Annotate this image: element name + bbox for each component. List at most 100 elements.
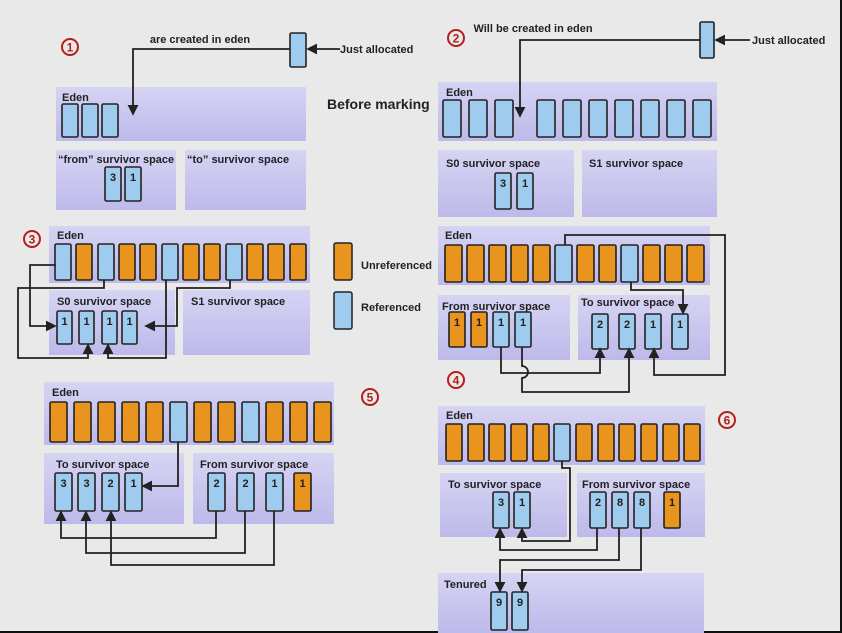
unreferenced-object: [598, 244, 617, 283]
referenced-object: [169, 401, 188, 443]
step-number: 4: [453, 374, 460, 388]
step-circle: [361, 388, 379, 406]
unreferenced-object: [448, 311, 466, 348]
space-box: [582, 150, 717, 217]
object-age: 1: [126, 316, 132, 328]
referenced-object: [611, 491, 629, 529]
unreferenced-object: [182, 243, 200, 281]
unreferenced-object: [467, 423, 485, 462]
space-eden: Eden: [438, 406, 705, 465]
unreferenced-object: [575, 423, 593, 462]
legend-referenced-label: Referenced: [361, 302, 421, 314]
space-label: Tenured: [444, 579, 487, 591]
referenced-object: [104, 166, 122, 202]
space-eden: Eden: [44, 382, 334, 445]
referenced-object: [692, 99, 712, 138]
referenced-object: [614, 99, 634, 138]
object-age: 1: [520, 317, 526, 329]
object-age: 1: [130, 172, 136, 184]
object-age: 1: [650, 319, 656, 331]
referenced-object: [516, 172, 534, 210]
space-label: S0 survivor space: [446, 158, 540, 170]
copy-arrow: [516, 528, 642, 593]
referenced-object: [554, 244, 573, 283]
copy-arrow: [564, 234, 726, 376]
space-label: “from” survivor space: [58, 154, 174, 166]
space-to-survivor-space: “to” survivor space: [185, 150, 306, 210]
object-age: 2: [597, 319, 603, 331]
unreferenced-object: [576, 244, 595, 283]
unreferenced-object: [488, 244, 507, 283]
space-label: S0 survivor space: [57, 296, 151, 308]
unreferenced-object: [145, 401, 164, 443]
copy-arrow: [144, 280, 231, 332]
space-eden: Eden: [438, 82, 717, 141]
space-label: Eden: [62, 92, 89, 104]
space-label: To survivor space: [56, 459, 149, 471]
referenced-object: [101, 103, 119, 138]
unreferenced-object: [289, 401, 308, 443]
referenced-object: [589, 491, 607, 529]
unreferenced-object: [642, 244, 661, 283]
copy-arrow: [516, 461, 571, 542]
unreferenced-object: [313, 401, 332, 443]
copy-arrow: [102, 280, 167, 359]
copy-arrow: [55, 510, 217, 539]
space-label: To survivor space: [581, 297, 674, 309]
note-label: are created in eden: [150, 34, 251, 46]
step-circle: [61, 38, 79, 56]
copy-arrow: [500, 347, 606, 374]
space-label: Eden: [52, 387, 79, 399]
copy-arrow: [17, 280, 105, 359]
unreferenced-object: [532, 423, 550, 462]
copy-arrow: [521, 347, 635, 393]
referenced-object: [620, 244, 639, 283]
copy-arrow: [29, 264, 57, 332]
space-box: [185, 150, 306, 210]
unreferenced-object: [246, 243, 264, 281]
object-age: 8: [639, 497, 645, 509]
referenced-object: [514, 311, 532, 348]
copy-arrow: [80, 510, 246, 554]
unreferenced-object: [289, 243, 307, 281]
unreferenced-object: [193, 401, 212, 443]
legend-referenced-swatch: [333, 291, 353, 330]
referenced-object: [121, 310, 138, 345]
object-age: 9: [496, 597, 502, 609]
step-circle: [447, 371, 465, 389]
object-age: 9: [517, 597, 523, 609]
before-marking-label: Before marking: [327, 96, 430, 112]
space-label: S1 survivor space: [589, 158, 683, 170]
space-box: [183, 290, 310, 355]
space-s1-survivor-space: S1 survivor space: [183, 290, 310, 355]
object-age: 1: [498, 317, 504, 329]
unreferenced-object: [139, 243, 157, 281]
new-object: [289, 32, 307, 68]
legend-unreferenced-swatch: [333, 242, 353, 281]
copy-arrow: [630, 282, 689, 315]
unreferenced-object: [293, 472, 312, 512]
space-box: [438, 573, 704, 633]
referenced-object: [241, 401, 260, 443]
unreferenced-object: [265, 401, 284, 443]
eden-arrow: [514, 39, 700, 118]
step-number: 1: [67, 41, 74, 55]
space-s0-survivor-space: S0 survivor space 3 1: [438, 150, 574, 217]
space-label: From survivor space: [200, 459, 308, 471]
step-number: 5: [367, 391, 374, 405]
step-number: 6: [724, 414, 731, 428]
unreferenced-object: [203, 243, 221, 281]
copy-arrow: [494, 528, 620, 593]
referenced-object: [161, 243, 179, 281]
object-age: 1: [522, 178, 528, 190]
referenced-object: [468, 99, 488, 138]
panel-step-2: Eden S0 survivor space 3 1 S1 survivor space…: [438, 21, 825, 217]
object-age: 1: [106, 316, 112, 328]
space-label: Eden: [445, 230, 472, 242]
referenced-object: [225, 243, 243, 281]
object-age: 1: [519, 497, 525, 509]
object-age: 3: [500, 178, 506, 190]
